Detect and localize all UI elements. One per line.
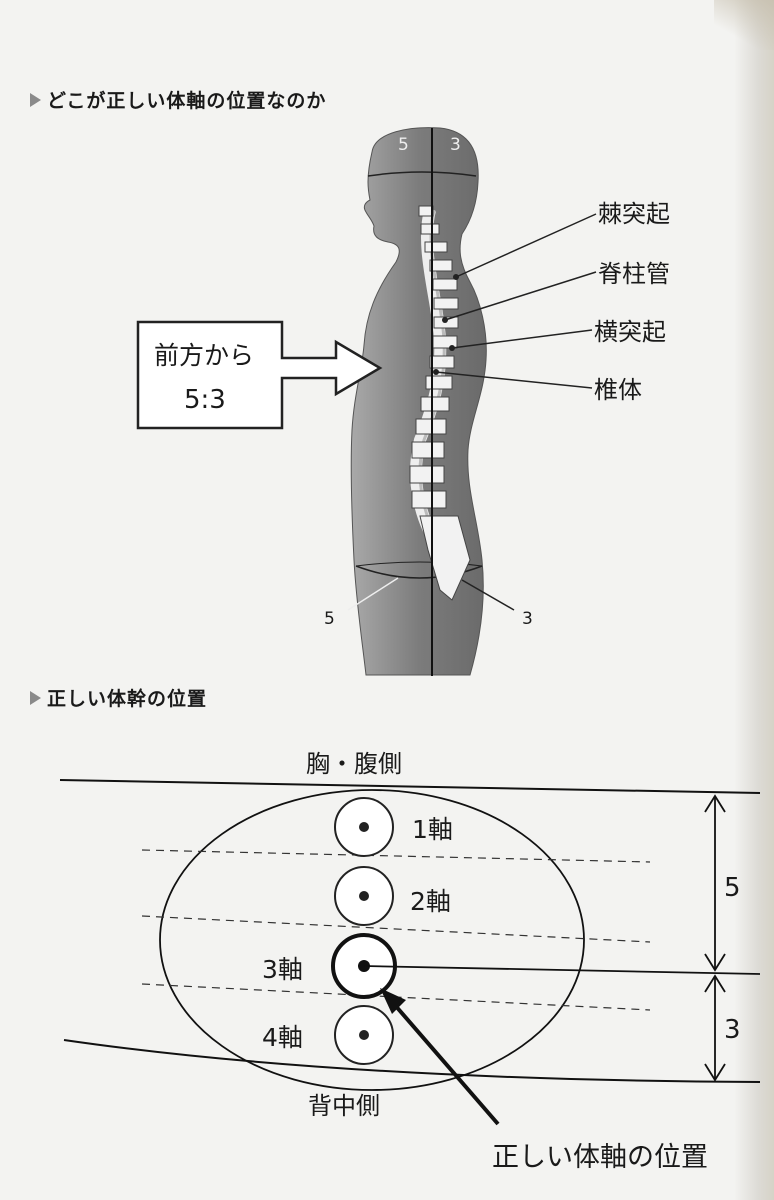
- vertebra: [429, 355, 455, 369]
- head-ratio-right: 3: [450, 135, 461, 155]
- vertebra: [424, 241, 448, 253]
- label-transverse-process: 横突起: [594, 318, 666, 346]
- axis-1-center: [359, 822, 369, 832]
- label-back-side: 背中側: [308, 1092, 380, 1120]
- ratio-dimension: [704, 794, 726, 1082]
- label-spinous-process: 棘突起: [598, 200, 670, 228]
- vertebra: [420, 396, 450, 412]
- triangle-marker-icon: [30, 690, 41, 705]
- head-ratio-curve: [367, 171, 477, 177]
- vertebra: [433, 297, 459, 310]
- leader-dot: [442, 317, 448, 323]
- trunk-ellipse: [159, 789, 585, 1091]
- page-fold-corner: [714, 0, 774, 50]
- label-spinal-canal: 脊柱管: [598, 260, 670, 288]
- arrow-box-line1: 前方から: [154, 341, 254, 370]
- vertebra: [418, 205, 434, 217]
- axis-4-label: 4軸: [262, 1023, 303, 1052]
- axis-4-center: [359, 1030, 369, 1040]
- vertebra: [432, 278, 458, 291]
- pelvis-ratio-left: 5: [324, 609, 335, 629]
- vertebra: [409, 465, 445, 484]
- leader-lines: [435, 213, 597, 389]
- vertebra: [425, 375, 453, 390]
- label-vertebral-body: 椎体: [594, 376, 642, 404]
- axis-1-label: 1軸: [412, 815, 453, 844]
- pelvis-ratio-right: 3: [522, 609, 533, 629]
- arrow-box-line2: 5:3: [184, 385, 226, 415]
- vertebra: [429, 259, 453, 272]
- section-heading-text: どこが正しい体軸の位置なのか: [47, 90, 327, 112]
- pelvis-ratio-curve: [355, 565, 483, 579]
- vertebra: [411, 441, 445, 459]
- section-heading-body-axis: どこが正しい体軸の位置なのか: [30, 86, 326, 113]
- axis-3-horizontal-line: [363, 965, 761, 975]
- axis-2-label: 2軸: [410, 887, 451, 916]
- back-line: [63, 1039, 761, 1083]
- triangle-marker-icon: [30, 92, 41, 107]
- vertebra: [411, 490, 447, 509]
- leader-dot: [433, 369, 439, 375]
- section-heading-trunk-position: 正しい体幹の位置: [30, 684, 207, 711]
- leader-dot: [453, 274, 459, 280]
- pelvis-leader-right: [461, 579, 515, 611]
- ratio-bottom-value: 3: [724, 1015, 741, 1045]
- axis-2-center: [359, 891, 369, 901]
- axis-circles: [331, 797, 397, 1065]
- correct-axis-pointer-arrow: [380, 988, 500, 1126]
- pelvis-leader-left: [347, 577, 399, 611]
- page-edge-shadow: [734, 0, 774, 1200]
- callout-correct-axis: 正しい体軸の位置: [492, 1142, 708, 1173]
- ratio-top-value: 5: [724, 873, 741, 903]
- label-chest-abdomen-side: 胸・腹側: [306, 750, 402, 778]
- axis-3-label: 3軸: [262, 955, 303, 984]
- leader-dot: [449, 345, 455, 351]
- section-heading-text: 正しい体幹の位置: [47, 688, 208, 710]
- vertebra: [420, 223, 440, 235]
- head-ratio-left: 5: [398, 135, 409, 155]
- front-line: [59, 779, 761, 794]
- front-ratio-arrow: [136, 320, 383, 430]
